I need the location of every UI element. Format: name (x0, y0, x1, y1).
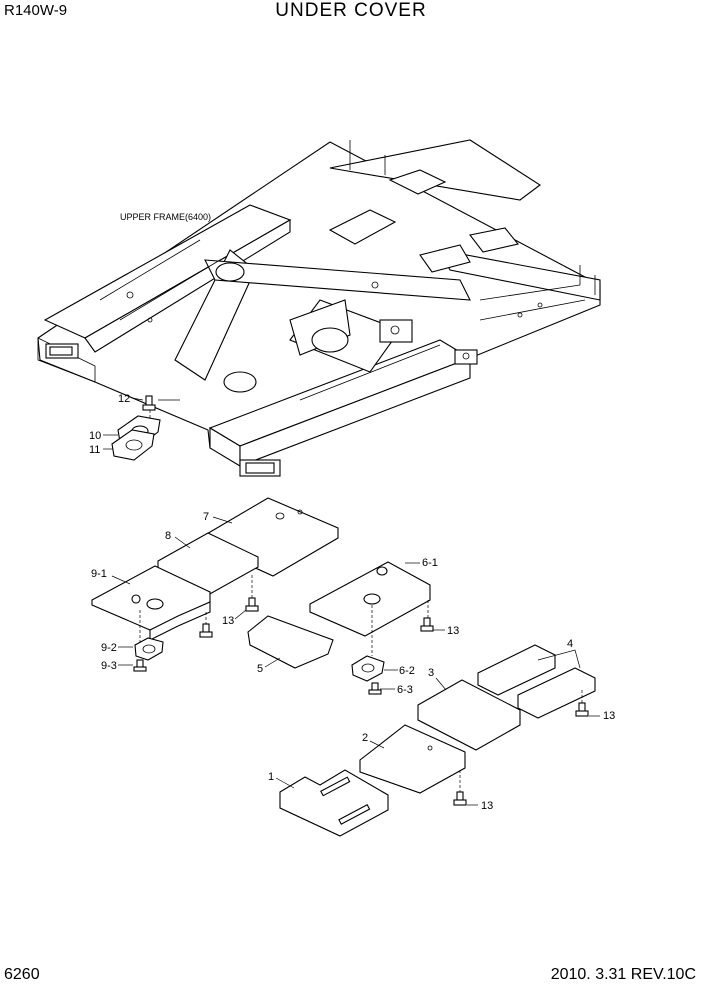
callout-6-3: 6-3 (397, 684, 413, 696)
callout-6-2: 6-2 (399, 665, 415, 677)
callout-2: 2 (362, 732, 368, 744)
bolt-6-3 (368, 682, 382, 695)
page-title: UNDER COVER (275, 0, 427, 21)
cover-3 (417, 679, 521, 751)
plate-6-2 (351, 655, 385, 682)
bolt-13-right (575, 702, 589, 717)
bolt-9-3 (133, 659, 147, 672)
cover-4-upper (477, 644, 556, 696)
callout-5: 5 (257, 663, 263, 675)
cover-1 (279, 769, 389, 837)
callout-9-2: 9-2 (101, 642, 117, 654)
callout-9-3: 9-3 (101, 660, 117, 672)
gasket-11 (111, 429, 155, 461)
cover-9-1 (91, 565, 211, 641)
cover-2 (359, 724, 466, 794)
upper-frame-label: UPPER FRAME(6400) (120, 212, 211, 222)
cover-6-1 (309, 561, 431, 637)
cover-5 (247, 615, 334, 669)
callout-13-front: 13 (481, 800, 493, 812)
bolt-13-center (420, 617, 434, 632)
callout-10: 10 (89, 430, 101, 442)
callout-1: 1 (268, 771, 274, 783)
page-number: 6260 (4, 966, 40, 983)
revision-date: 2010. 3.31 REV.10C (550, 966, 696, 983)
bolt-13-front (453, 791, 467, 806)
callout-8: 8 (165, 530, 171, 542)
cover-4-lower (517, 667, 596, 719)
callout-12: 12 (118, 393, 130, 405)
callout-4: 4 (567, 638, 573, 650)
upper-frame-drawing (37, 139, 601, 477)
model-number: R140W-9 (4, 2, 68, 19)
bolt-12 (142, 395, 156, 411)
callout-9-1: 9-1 (91, 568, 107, 580)
plate-9-2 (134, 637, 164, 661)
callout-6-1: 6-1 (422, 557, 438, 569)
callout-13-right: 13 (603, 710, 615, 722)
callout-11: 11 (89, 444, 100, 456)
callout-13-left: 13 (222, 615, 234, 627)
callout-7: 7 (203, 511, 209, 523)
callout-13-center: 13 (447, 625, 459, 637)
callout-3: 3 (428, 667, 434, 679)
